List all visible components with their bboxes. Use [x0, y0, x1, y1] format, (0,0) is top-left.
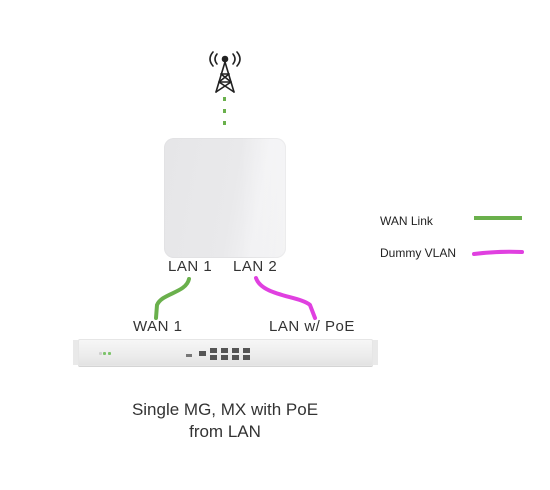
- switch-port: [210, 355, 217, 360]
- rack-ear-left: [73, 340, 79, 365]
- switch-port-wan-label: WAN 1: [133, 318, 183, 335]
- switch-port: [210, 348, 217, 353]
- switch-port-lan-poe-label: LAN w/ PoE: [269, 318, 355, 335]
- vlan-cable: [254, 276, 317, 320]
- switch-port: [232, 348, 239, 353]
- switch-port: [221, 348, 228, 353]
- wan-cable: [154, 277, 191, 320]
- switch-port: [243, 348, 250, 353]
- legend-vlan-swatch: [472, 249, 524, 256]
- switch-port: [221, 355, 228, 360]
- cell-tower-icon: [208, 50, 242, 94]
- diagram-caption-line2: from LAN: [189, 422, 261, 441]
- gateway-port-lan1-label: LAN 1: [168, 258, 213, 275]
- switch-port: [199, 351, 206, 356]
- status-led: [108, 352, 111, 355]
- legend-vlan-label: Dummy VLAN: [380, 246, 457, 260]
- legend-wan-swatch: [474, 216, 522, 220]
- status-led: [99, 352, 102, 355]
- gateway-port-lan2-label: LAN 2: [233, 258, 278, 275]
- mx-appliance: [78, 339, 373, 366]
- rack-ear-right: [372, 340, 378, 365]
- gateway-highlight: [240, 138, 286, 258]
- switch-port: [243, 355, 250, 360]
- diagram-caption-line1: Single MG, MX with PoE: [131, 400, 319, 419]
- legend-wan-label: WAN Link: [380, 214, 433, 228]
- switch-port: [232, 355, 239, 360]
- wan-uplink-dotted: [223, 97, 226, 125]
- switch-port: [186, 354, 192, 357]
- cellular-gateway: [164, 138, 286, 258]
- status-led: [103, 352, 106, 355]
